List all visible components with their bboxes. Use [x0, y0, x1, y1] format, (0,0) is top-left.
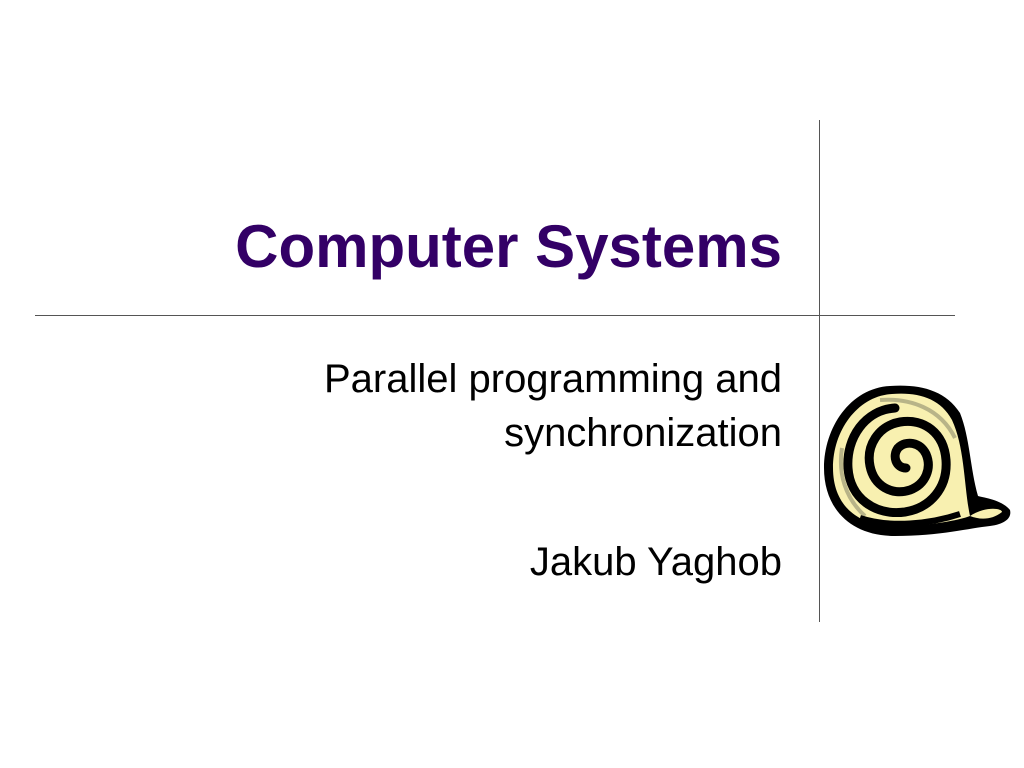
- vertical-divider: [819, 120, 820, 622]
- slide-subtitle: Parallel programming and synchronization: [324, 352, 782, 460]
- subtitle-line-1: Parallel programming and: [323, 357, 782, 401]
- scroll-clipart-icon: [824, 385, 1011, 536]
- horizontal-divider: [35, 315, 955, 316]
- author-name: Jakub Yaghob: [529, 540, 782, 584]
- subtitle-line-2: synchronization: [504, 411, 782, 455]
- slide-title: Computer Systems: [235, 213, 782, 280]
